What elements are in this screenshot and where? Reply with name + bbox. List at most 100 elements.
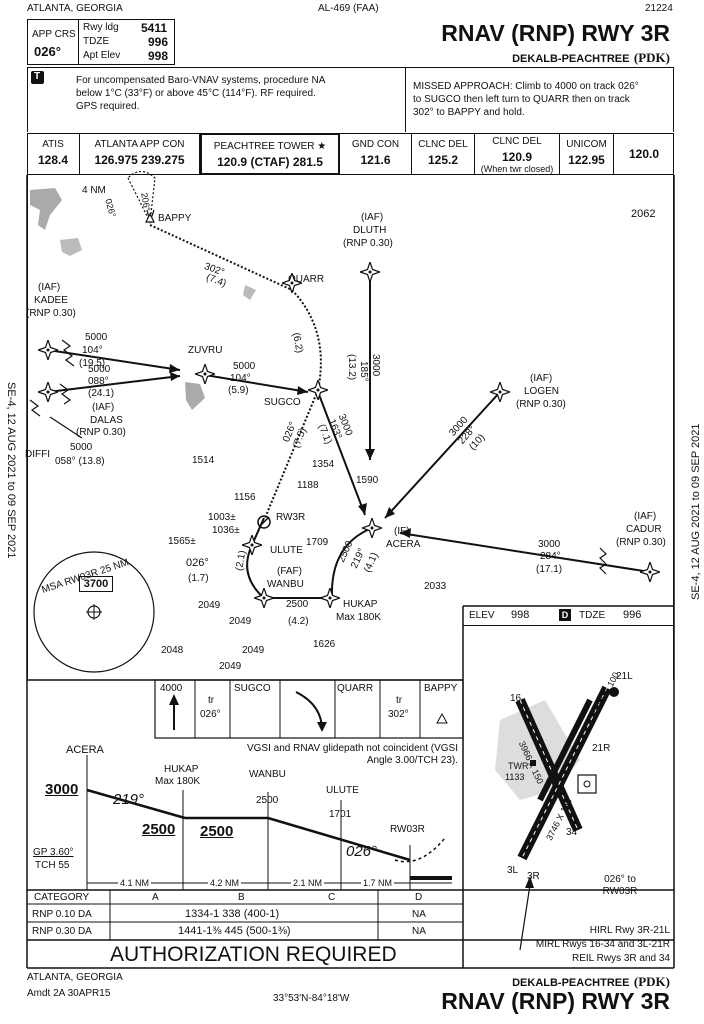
inset-rwy-3l: 3L [507, 865, 519, 876]
lake-shape [60, 238, 82, 256]
rnp-cadur: (RNP 0.30) [616, 537, 666, 548]
profile-wanbu-alt2: 2500 [200, 823, 234, 840]
lighting-note: REIL Rwys 3R and 34 [571, 953, 670, 964]
obstacle-elev: 1590 [356, 475, 379, 486]
comms-value: 128.4 [37, 153, 69, 167]
obstacle-elev: 1514 [192, 455, 215, 466]
d-icon: D [559, 609, 571, 621]
lake-shape [243, 285, 256, 300]
min-cat-d: D [415, 892, 423, 903]
tdze-value: 996 [148, 35, 169, 49]
fix-cadur: CADUR [626, 524, 662, 535]
comms-sub: (When twr closed) [480, 164, 554, 174]
leg-label: (4.2) [288, 616, 309, 627]
leg-diffi [49, 416, 83, 439]
rnp-logen: (RNP 0.30) [516, 399, 566, 410]
fix-star-icon [195, 364, 215, 384]
leg-label: 5000 [233, 361, 256, 372]
leg-label: 3000 [370, 354, 381, 377]
comms-cell: 120.0 [614, 133, 674, 175]
fix-quarr: QUARR [288, 274, 325, 285]
rwy-ldg-value: 5411 [141, 21, 168, 35]
footer-coords: 33°53'N-84°18'W [273, 993, 350, 1004]
comms-label: CLNC DEL [418, 139, 468, 150]
comms-value: 126.975 239.275 [94, 153, 185, 167]
profile-crs2: 026° [346, 843, 378, 860]
profile-acera: ACERA [66, 744, 104, 756]
obstacle-elev: 1626 [313, 639, 336, 650]
comms-value: 120.9 [501, 150, 533, 164]
hold-dist: 4 NM [82, 185, 106, 196]
profile-segment [267, 816, 411, 862]
runway-16-34 [515, 697, 583, 833]
rnp-dalas: (RNP 0.30) [76, 427, 126, 438]
leg-label: 3000 [538, 539, 561, 550]
min-row-value: 1441-1⅜ 445 (500-1⅜) [178, 925, 291, 937]
inset-elev: 998 [511, 609, 530, 621]
mi-quarr: QUARR [337, 683, 374, 694]
profile-crs1: 219° [113, 791, 145, 808]
fix-star-icon [362, 518, 382, 538]
hold-out: 206° [139, 191, 153, 212]
footer-airport-code: (PDK) [633, 974, 670, 989]
fix-hukap: HUKAP [343, 599, 378, 610]
leg-label: 185° [358, 361, 369, 382]
profile-hukap: HUKAP [164, 764, 199, 775]
fix-star-icon [38, 382, 58, 402]
msa-altitude: 3700 [79, 576, 113, 592]
apt-elev-value: 998 [148, 49, 169, 63]
notes-divider [405, 68, 406, 132]
mi-tr2: tr [396, 695, 403, 706]
profile-rw03r: RW03R [390, 824, 425, 835]
leg-logen [384, 391, 501, 519]
footer-amdt: Amdt 2A 30APR15 [27, 988, 111, 999]
fix-acera: ACERA [386, 539, 421, 550]
obstacle-elev: 1565± [168, 536, 196, 547]
obstacle-elev: 1188 [297, 480, 319, 491]
footer-title: RNAV (RNP) RWY 3R [441, 988, 670, 1014]
profile-hukap-alt: 2500 [142, 821, 176, 838]
leg-label: 5000 [70, 442, 93, 453]
header-location: ATLANTA, GEORGIA [27, 3, 123, 14]
obstacle-elev: 1709 [306, 537, 329, 548]
min-row-d: NA [412, 909, 426, 920]
obstacle-elev: 1156 [234, 492, 256, 503]
vgsi-note: VGSI and RNAV glidepath not coincident (… [246, 743, 458, 766]
comms-strip [27, 133, 674, 175]
min-row-label: RNP 0.30 DA [32, 926, 92, 937]
fix-rw3r: RW3R [276, 512, 306, 523]
min-cat-a: A [152, 892, 159, 903]
fix-zuvru: ZUVRU [188, 345, 223, 356]
fix-logen: LOGEN [524, 386, 560, 397]
iaf-logen: (IAF) [530, 373, 553, 384]
lighting-note: HIRL Rwy 3R-21L [589, 925, 670, 936]
profile-acera-alt: 3000 [45, 781, 79, 798]
leg-label: 104° [230, 373, 251, 384]
leg-label: (17.1) [536, 564, 563, 575]
comms-value: 125.2 [427, 153, 459, 167]
rnp-kadee: (RNP 0.30) [26, 308, 76, 319]
leg-acera-hukap [330, 527, 373, 599]
min-cat-b: B [238, 892, 245, 903]
min-row-value: 1334-1 338 (400-1) [185, 908, 280, 920]
fix-star-icon [640, 562, 660, 582]
faf-wanbu: (FAF) [277, 566, 302, 577]
profile-ulute: ULUTE [326, 785, 359, 796]
leg-sugco [317, 391, 366, 516]
leg-label: (6.2) [290, 331, 305, 354]
iaf-dluth: (IAF) [361, 212, 384, 223]
obstacle-elev: 2049 [242, 645, 265, 656]
takeoff-minimums-icon: T [31, 71, 44, 84]
obstacle-elev: 2062 [631, 208, 656, 220]
fix-wanbu: WANBU [267, 579, 304, 590]
min-category: CATEGORY [34, 892, 90, 903]
profile-dist: 4.2 NM [208, 878, 242, 888]
runway-3L-21R [537, 698, 593, 802]
leg-label: 284° [540, 551, 561, 562]
authorization-required: AUTHORIZATION REQUIRED [110, 943, 397, 966]
fix-kadee: KADEE [34, 295, 68, 306]
